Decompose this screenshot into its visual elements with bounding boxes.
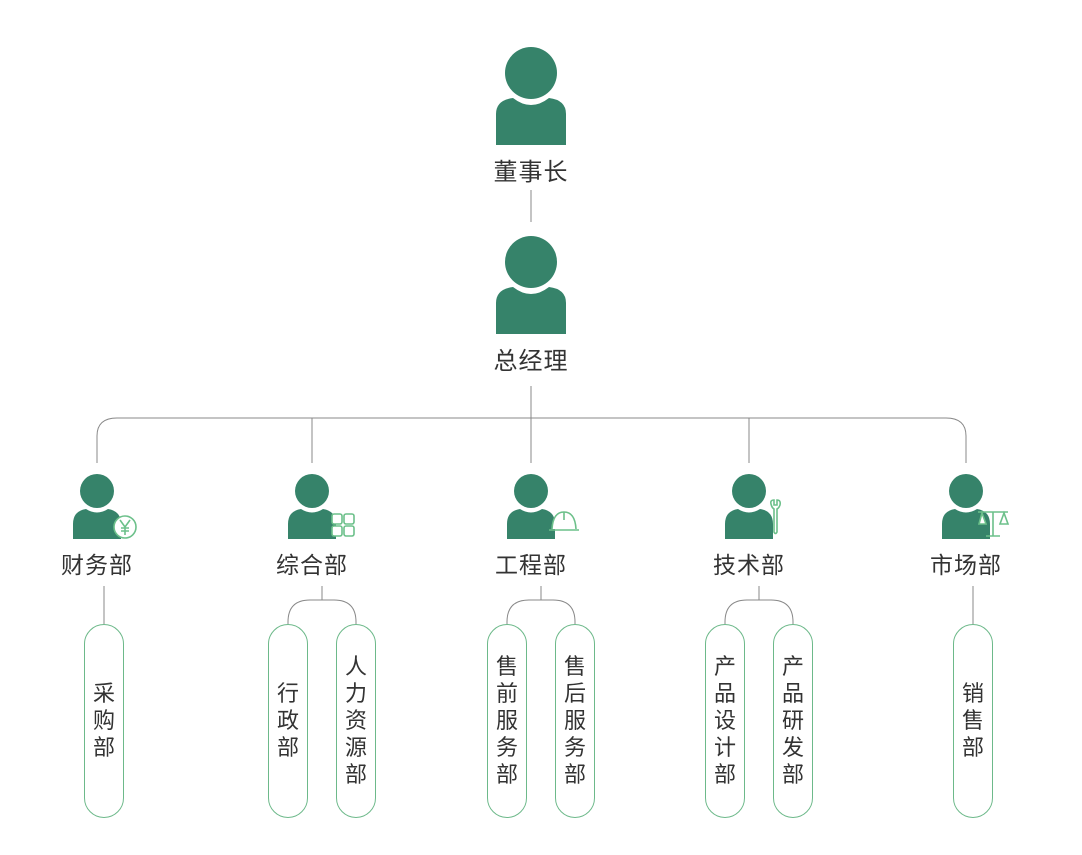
grid-apps-icon xyxy=(331,513,355,537)
subunit-box: 人力资源部 xyxy=(336,624,376,818)
department-label: 财务部 xyxy=(61,553,133,579)
subunit-label: 产品设计部 xyxy=(713,654,736,788)
department-person-icon xyxy=(725,474,773,539)
subunit-branch-line xyxy=(724,599,794,624)
subunit-box: 行政部 xyxy=(268,624,308,818)
chairman-label: 董事长 xyxy=(493,158,569,186)
department-label: 技术部 xyxy=(713,553,785,579)
subunit-box: 售前服务部 xyxy=(487,624,527,818)
department-label: 市场部 xyxy=(930,553,1002,579)
department-person-icon xyxy=(288,474,336,539)
subunit-label: 产品研发部 xyxy=(781,654,804,788)
subunit-label: 售前服务部 xyxy=(495,654,518,788)
scales-icon xyxy=(977,510,1010,537)
general-manager-person-icon xyxy=(496,236,566,334)
department-person-icon xyxy=(942,474,990,539)
subunit-label: 行政部 xyxy=(276,681,299,761)
department-label: 综合部 xyxy=(276,553,348,579)
general-manager-label: 总经理 xyxy=(493,347,569,375)
department-person-icon xyxy=(507,474,555,539)
subunit-label: 人力资源部 xyxy=(344,654,367,788)
department-person-icon xyxy=(73,474,121,539)
subunit-box: 产品设计部 xyxy=(705,624,745,818)
subunit-label: 售后服务部 xyxy=(563,654,586,788)
department-label: 工程部 xyxy=(495,553,567,579)
subunit-box: 销售部 xyxy=(953,624,993,818)
subunit-label: 销售部 xyxy=(961,681,984,761)
subunit-box: 采购部 xyxy=(84,624,124,818)
subunit-box: 产品研发部 xyxy=(773,624,813,818)
wrench-icon xyxy=(770,499,781,535)
subunit-label: 采购部 xyxy=(92,681,115,761)
subunit-branch-line xyxy=(506,599,576,624)
subunit-box: 售后服务部 xyxy=(555,624,595,818)
yuan-coin-icon xyxy=(113,515,137,539)
subunit-branch-line xyxy=(287,599,357,624)
chairman-person-icon xyxy=(496,47,566,145)
hard-hat-icon xyxy=(549,511,579,531)
